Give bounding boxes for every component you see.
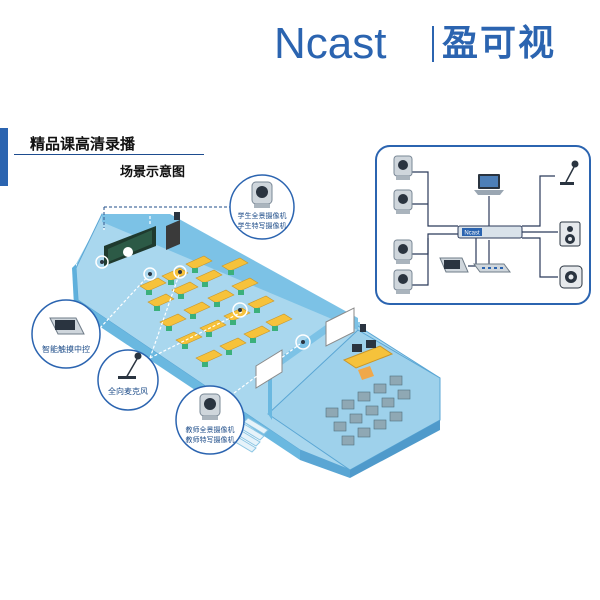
speaker-icon [559,221,581,247]
topology-camera-1 [393,155,413,180]
ptz-camera-icon [251,181,273,208]
heading-underline [14,154,204,155]
brand-logo: Ncast 盈可视 [274,20,589,68]
classroom-3d [72,206,441,478]
topology-camera-4 [393,269,413,294]
audio-interface-icon [559,265,583,289]
brand-name-en: Ncast [274,19,387,68]
microphone-icon [560,160,579,185]
blackboard [104,226,156,266]
callout-microphone: 全向麦克风 [97,349,159,411]
logo-separator [432,26,434,62]
switch-icon [473,263,511,273]
microphone-label: 全向麦克风 [108,386,148,396]
teacher-camera-label-2: 教师特写摄像机 [186,435,235,444]
page-title: 精品课高清录播 [30,135,136,153]
laptop-icon [474,174,504,195]
topology-camera-3 [393,239,413,264]
student-camera-label-2: 学生特写摄像机 [238,221,287,230]
microphone-icon [118,352,142,379]
control-panel-label: 智能触摸中控 [42,344,90,354]
brand-name-cn: 盈可视 [442,23,557,64]
teacher-camera-label-1: 教师全景摄像机 [186,425,235,434]
touch-panel-icon [49,317,85,335]
observation-seats [325,375,411,446]
touch-panel-icon [439,257,469,273]
topology-panel: Ncast [375,145,591,305]
heading-accent-bar [0,128,8,186]
callout-control-panel: 智能触摸中控 [31,299,101,369]
teacher-podium [342,340,394,380]
page-subtitle: 场景示意图 [120,165,186,180]
student-camera-label-1: 学生全景摄像机 [238,211,287,220]
recorder-label: Ncast [464,231,480,237]
topology-camera-2 [393,189,413,214]
callout-teacher-camera: 教师全景摄像机 教师特写摄像机 [175,385,245,455]
recorder-icon: Ncast [457,225,523,239]
ptz-camera-icon [199,393,221,420]
callout-student-camera: 学生全景摄像机 学生特写摄像机 [229,174,295,240]
